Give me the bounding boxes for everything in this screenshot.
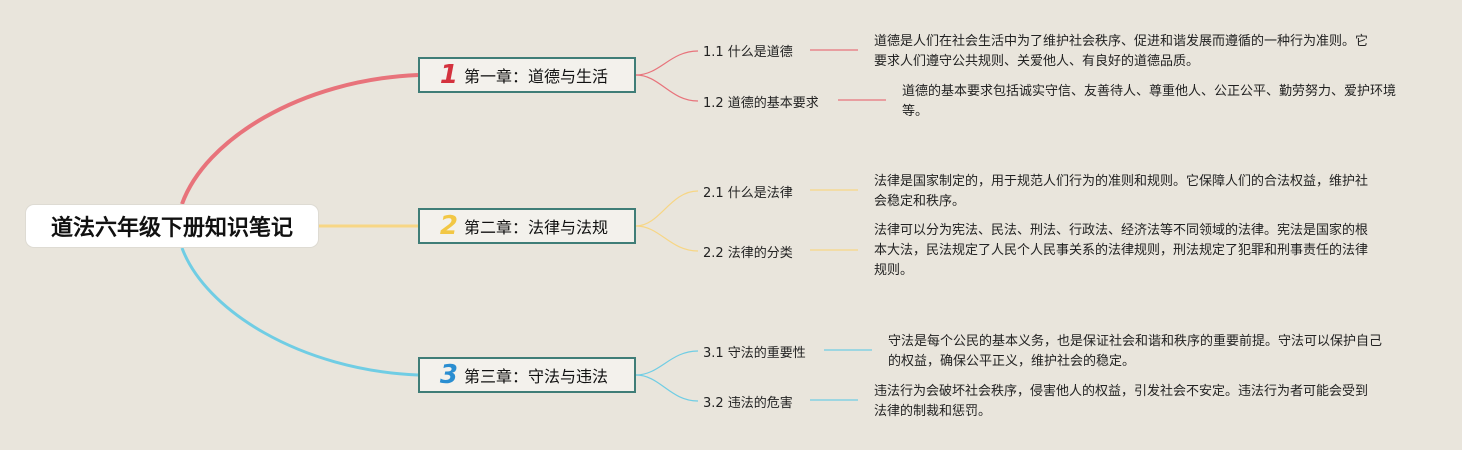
- sub-node-2-2[interactable]: 2.2 法律的分类: [703, 242, 793, 261]
- chapter-node-3[interactable]: 3 第三章：守法与违法: [418, 357, 636, 393]
- sub-node-2-1[interactable]: 2.1 什么是法律: [703, 182, 793, 201]
- sub-node-1-2[interactable]: 1.2 道德的基本要求: [703, 92, 819, 111]
- chapter-number-2: 2: [439, 211, 458, 241]
- desc-node-2-1: 法律是国家制定的，用于规范人们行为的准则和规则。它保障人们的合法权益，维护社会稳…: [874, 172, 1369, 212]
- desc-text-3-1: 守法是每个公民的基本义务，也是保证社会和谐和秩序的重要前提。守法可以保护自己的权…: [888, 334, 1383, 369]
- chapter-number-3: 3: [439, 360, 458, 390]
- chapter-title-3: 第三章：守法与违法: [464, 367, 609, 386]
- sub-label-1-1: 1.1 什么是道德: [703, 45, 793, 60]
- desc-node-1-1: 道德是人们在社会生活中为了维护社会秩序、促进和谐发展而遵循的一种行为准则。它要求…: [874, 32, 1369, 72]
- desc-node-2-2: 法律可以分为宪法、民法、刑法、行政法、经济法等不同领域的法律。宪法是国家的根本大…: [874, 221, 1369, 281]
- sub-label-1-2: 1.2 道德的基本要求: [703, 96, 819, 111]
- sub-label-2-2: 2.2 法律的分类: [703, 246, 793, 261]
- connector-chapter-2-sub-2: [635, 225, 699, 252]
- chapter-node-2[interactable]: 2 第二章：法律与法规: [418, 208, 636, 244]
- chapter-node-1[interactable]: 1 第一章：道德与生活: [418, 57, 636, 93]
- sub-node-1-1[interactable]: 1.1 什么是道德: [703, 41, 793, 60]
- connector-chapter-1-sub-2: [635, 74, 699, 102]
- sub-node-3-2[interactable]: 3.2 违法的危害: [703, 392, 793, 411]
- desc-text-3-2: 违法行为会破坏社会秩序，侵害他人的权益，引发社会不安定。违法行为者可能会受到法律…: [874, 384, 1369, 419]
- chapter-title-2: 第二章：法律与法规: [464, 218, 609, 237]
- connector-chapter-3-sub-2: [635, 374, 699, 402]
- sub-label-3-1: 3.1 守法的重要性: [703, 346, 806, 361]
- connector-chapter-3-sub-1: [635, 350, 699, 376]
- chapter-title-1: 第一章：道德与生活: [464, 67, 609, 86]
- desc-text-2-2: 法律可以分为宪法、民法、刑法、行政法、经济法等不同领域的法律。宪法是国家的根本大…: [874, 223, 1369, 278]
- chapter-number-1: 1: [439, 60, 458, 90]
- connector-root-chapter-3: [180, 247, 419, 377]
- connector-root-chapter-1: [180, 73, 419, 205]
- desc-node-3-1: 守法是每个公民的基本义务，也是保证社会和谐和秩序的重要前提。守法可以保护自己的权…: [888, 332, 1383, 372]
- desc-text-2-1: 法律是国家制定的，用于规范人们行为的准则和规则。它保障人们的合法权益，维护社会稳…: [874, 174, 1369, 209]
- desc-text-1-1: 道德是人们在社会生活中为了维护社会秩序、促进和谐发展而遵循的一种行为准则。它要求…: [874, 34, 1369, 69]
- desc-node-1-2: 道德的基本要求包括诚实守信、友善待人、尊重他人、公正公平、勤劳努力、爱护环境等。: [902, 82, 1397, 122]
- desc-node-3-2: 违法行为会破坏社会秩序，侵害他人的权益，引发社会不安定。违法行为者可能会受到法律…: [874, 382, 1369, 422]
- sub-label-2-1: 2.1 什么是法律: [703, 186, 793, 201]
- root-title: 道法六年级下册知识笔记: [50, 216, 293, 241]
- desc-text-1-2: 道德的基本要求包括诚实守信、友善待人、尊重他人、公正公平、勤劳努力、爱护环境等。: [902, 84, 1397, 119]
- connector-chapter-1-sub-1: [635, 50, 699, 76]
- root-node[interactable]: 道法六年级下册知识笔记: [26, 205, 318, 247]
- sub-node-3-1[interactable]: 3.1 守法的重要性: [703, 342, 806, 361]
- connector-chapter-2-sub-1: [635, 190, 699, 227]
- sub-label-3-2: 3.2 违法的危害: [703, 396, 793, 411]
